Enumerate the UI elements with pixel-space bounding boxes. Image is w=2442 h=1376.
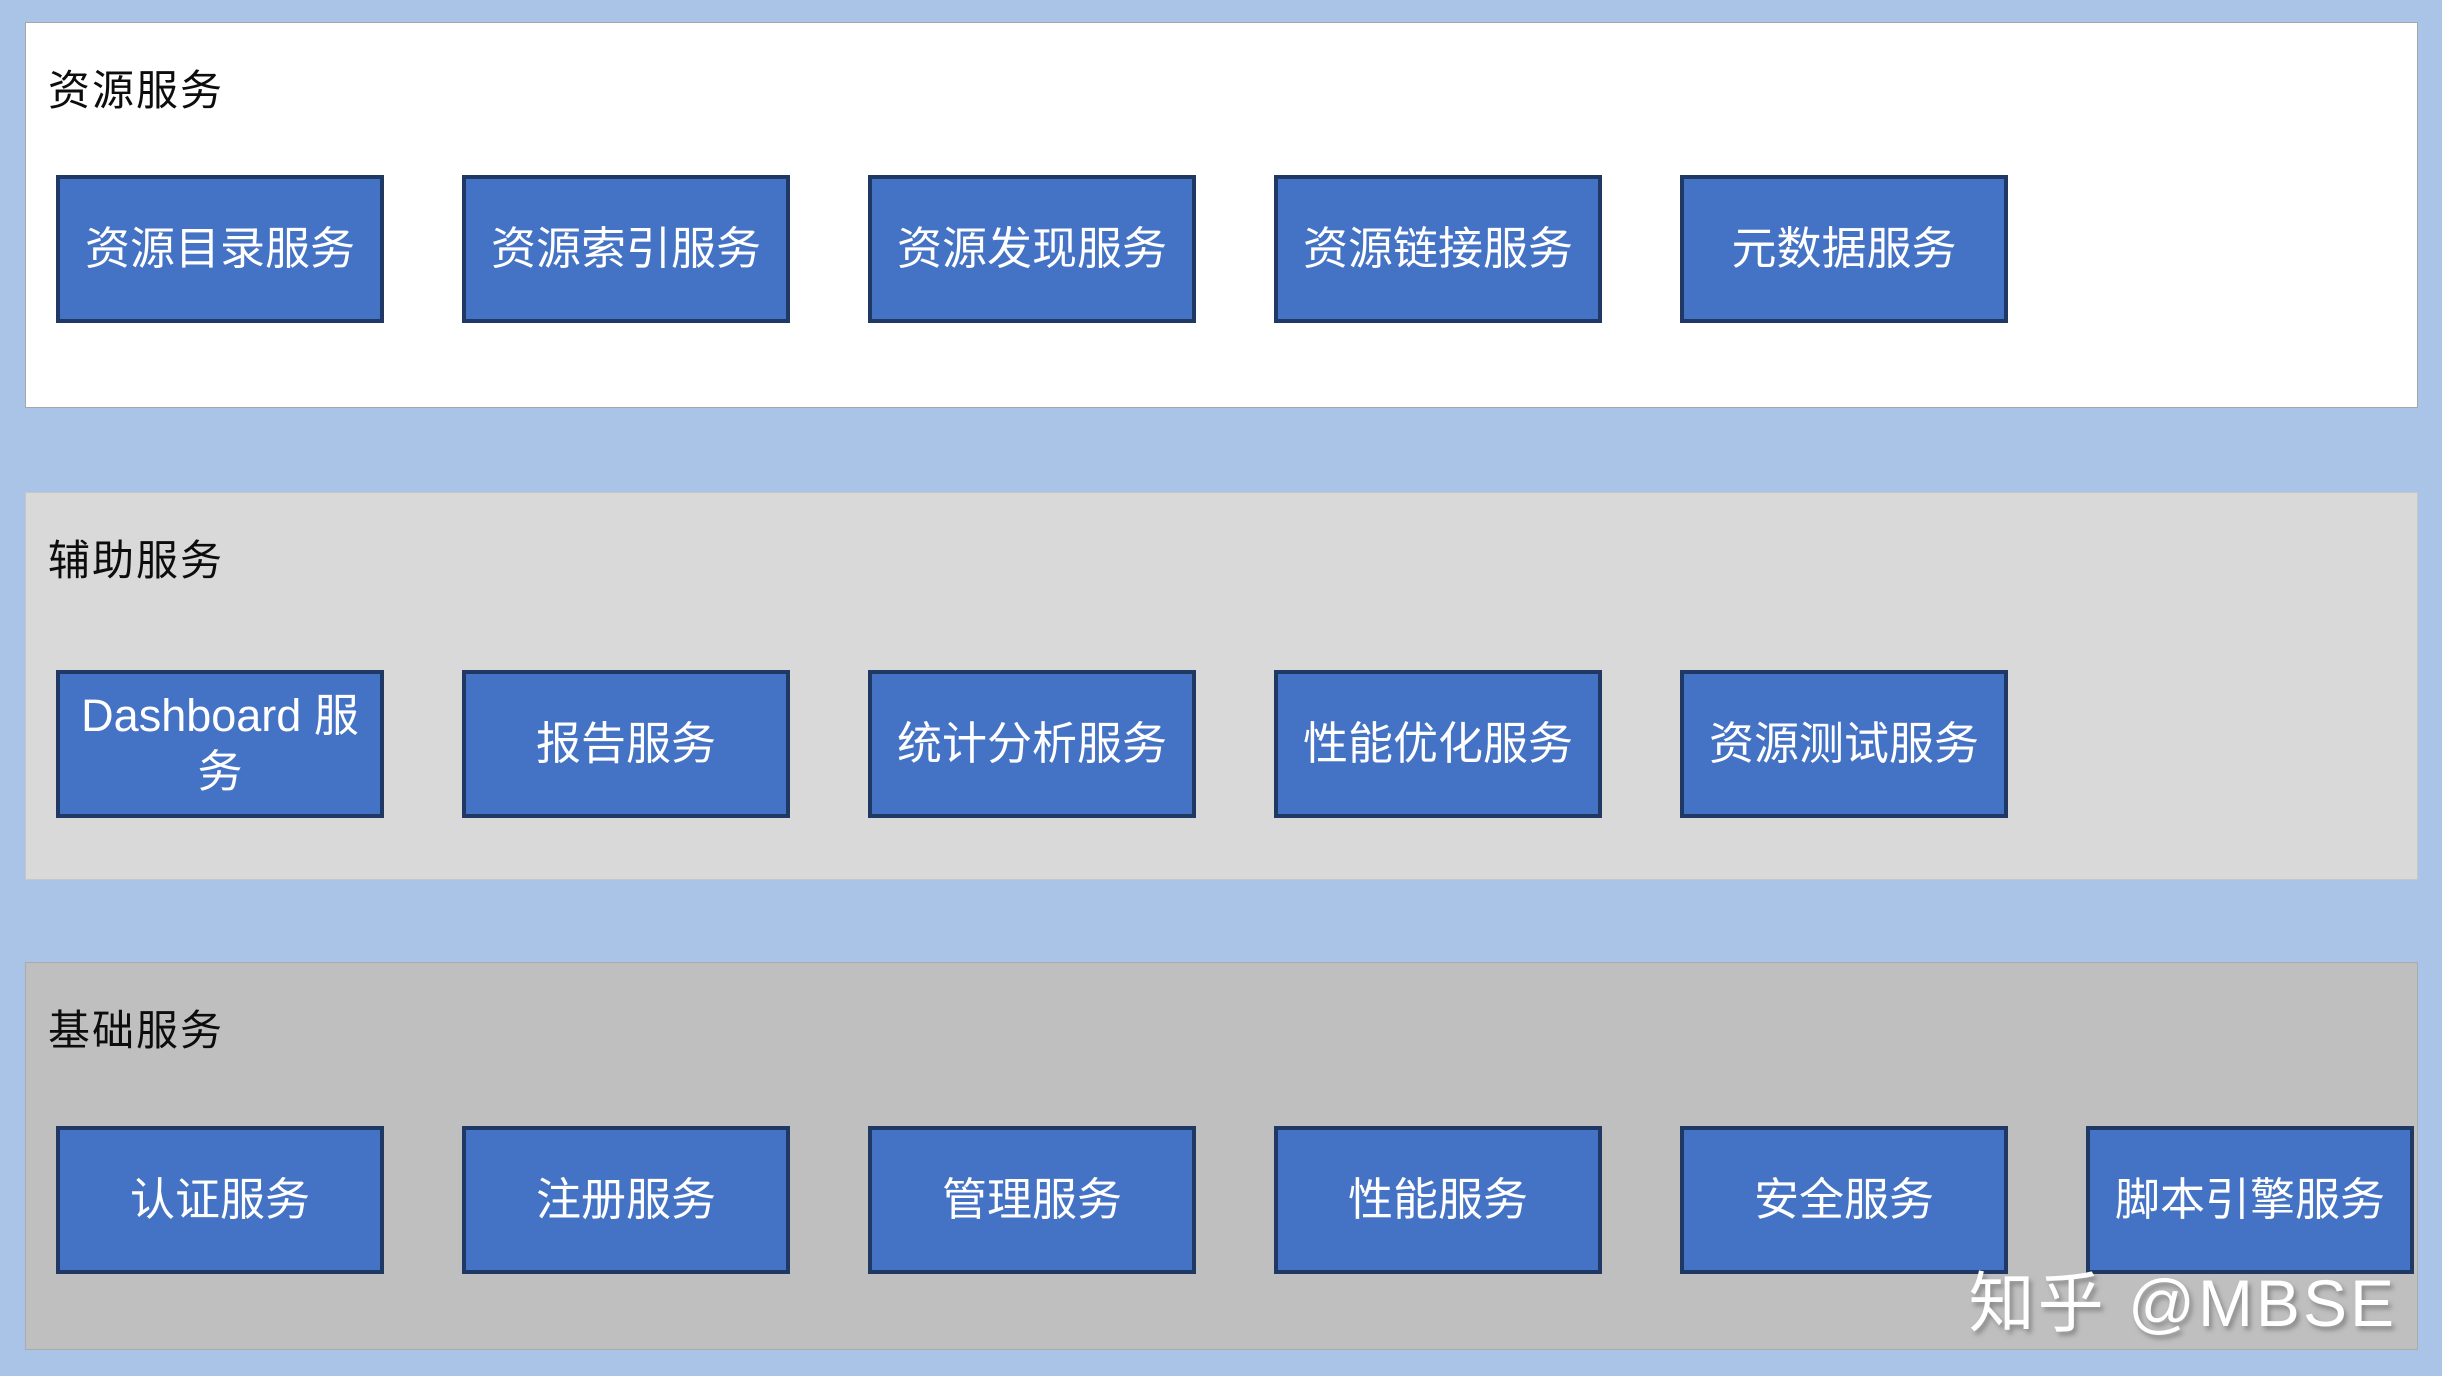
layer-band-resource-services: 资源服务 资源目录服务 资源索引服务 资源发现服务 资源链接服务 元数据服务 [25,22,2418,408]
service-box-statistical-analysis: 统计分析服务 [868,670,1196,818]
layer-title-basic: 基础服务 [48,1007,225,1054]
service-box-resource-test: 资源测试服务 [1680,670,2008,818]
layer-band-auxiliary-services: 辅助服务 Dashboard 服务 报告服务 统计分析服务 性能优化服务 资源测… [25,492,2418,880]
service-box-security: 安全服务 [1680,1126,2008,1274]
service-row-auxiliary: Dashboard 服务 报告服务 统计分析服务 性能优化服务 资源测试服务 [26,670,2008,818]
service-row-basic: 认证服务 注册服务 管理服务 性能服务 安全服务 脚本引擎服务 [26,1126,2414,1274]
zhihu-watermark: 知乎 @MBSE [1968,1266,2397,1340]
service-box-performance-optimization: 性能优化服务 [1274,670,1602,818]
service-box-resource-index: 资源索引服务 [462,175,790,323]
service-box-resource-link: 资源链接服务 [1274,175,1602,323]
service-box-dashboard: Dashboard 服务 [56,670,384,818]
layer-title-auxiliary: 辅助服务 [48,537,225,584]
layer-band-basic-services: 基础服务 认证服务 注册服务 管理服务 性能服务 安全服务 脚本引擎服务 [25,962,2418,1350]
service-box-management: 管理服务 [868,1126,1196,1274]
service-box-resource-discovery: 资源发现服务 [868,175,1196,323]
layer-title-resource: 资源服务 [48,67,225,114]
service-box-report: 报告服务 [462,670,790,818]
service-box-authentication: 认证服务 [56,1126,384,1274]
service-box-performance: 性能服务 [1274,1126,1602,1274]
service-row-resource: 资源目录服务 资源索引服务 资源发现服务 资源链接服务 元数据服务 [26,175,2008,323]
service-box-script-engine: 脚本引擎服务 [2086,1126,2414,1274]
service-box-resource-catalog: 资源目录服务 [56,175,384,323]
service-box-registration: 注册服务 [462,1126,790,1274]
service-box-metadata: 元数据服务 [1680,175,2008,323]
